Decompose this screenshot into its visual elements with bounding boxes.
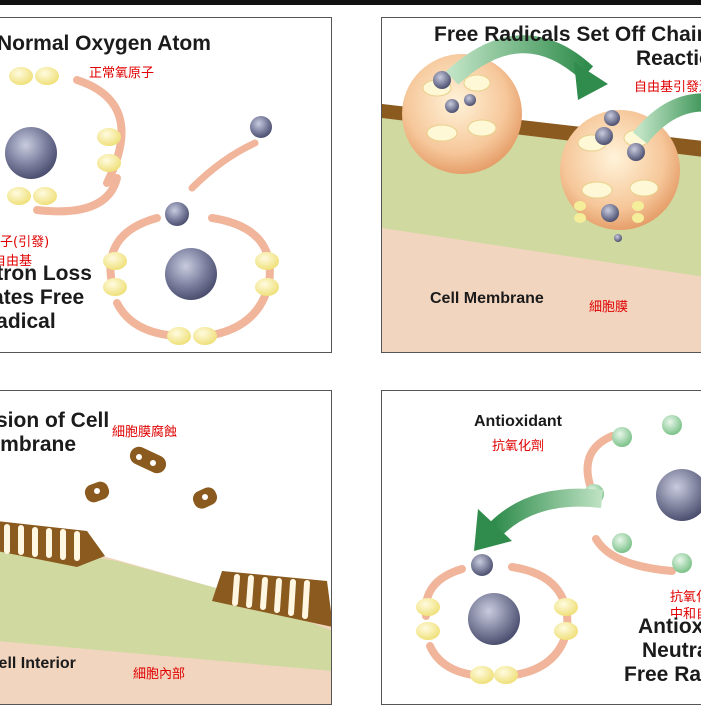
caption-line-3: Radical [0, 310, 56, 333]
electron [97, 128, 121, 146]
electron [416, 598, 440, 616]
electron [33, 187, 57, 205]
arrow-head [574, 62, 608, 100]
caption-cn-line-1: 抗氧化劑 [670, 590, 701, 605]
cell-interior-label-cn: 細胞內部 [133, 667, 186, 682]
caption-cn-line-2: 自由基 [0, 254, 33, 269]
caption-line-1: Electron Loss [0, 262, 92, 285]
panel-title-line-2: Reaction [636, 47, 701, 70]
antioxidant-label: Antioxidant [474, 413, 562, 430]
antioxidant-label-cn: 抗氧化劑 [492, 439, 545, 454]
membrane-debris [84, 446, 218, 509]
cell-membrane-label: Cell Membrane [430, 290, 544, 307]
unpaired-electron [165, 202, 189, 226]
top-border [0, 0, 701, 5]
neutralized-atom [416, 554, 578, 684]
donation-arrow [487, 488, 604, 538]
electron [103, 252, 127, 270]
panel-title-line-1: Free Radicals Set Off Chain [434, 23, 701, 46]
free-radical-atom [103, 202, 279, 345]
antioxidant-illustration [416, 415, 701, 684]
electron [9, 67, 33, 85]
nucleus [468, 593, 520, 645]
panel-title-line-2: Membrane [0, 433, 77, 456]
caption-cn-line-2: 中和自由基 [670, 607, 701, 622]
paired-electron [471, 554, 493, 576]
caption-line-1: Antioxidant [638, 615, 701, 638]
panel-chain-reaction: Free Radicals Set Off Chain Reaction 自由基… [381, 17, 701, 353]
electron [255, 278, 279, 296]
nucleus [5, 127, 57, 179]
caption-line-2: Creates Free [0, 286, 85, 309]
normal-oxygen-illustration [5, 67, 279, 345]
tissue-layer [0, 541, 331, 671]
erosion-illustration [0, 446, 331, 704]
electron [554, 622, 578, 640]
antioxidant-electron [612, 427, 632, 447]
cell-membrane-label-cn: 細胞膜 [589, 300, 629, 315]
panel-title-cn: 自由基引發連鎖反應 [634, 80, 701, 95]
panel-normal-oxygen-atom: Normal Oxygen Atom 正常氧原子 電子(引發) 自由基 Elec… [0, 17, 332, 353]
electron [554, 598, 578, 616]
panel-title: Normal Oxygen Atom [0, 32, 211, 55]
panel-title-cn: 細胞膜腐蝕 [112, 425, 178, 440]
cell-interior-label: Cell Interior [0, 655, 76, 672]
nucleus [656, 469, 701, 521]
panel-title-line-1: Erosion of Cell [0, 409, 110, 432]
antioxidant-electron [612, 533, 632, 553]
electron [103, 278, 127, 296]
caption-line-3: Free Radical [624, 663, 701, 686]
antioxidant-electron [662, 415, 682, 435]
debris-particles [94, 454, 210, 572]
oxygen-atom [5, 67, 126, 216]
electron [167, 327, 191, 345]
caption-cn-line-1: 電子(引發) [0, 235, 50, 250]
electron [494, 666, 518, 684]
damaged-cell [560, 110, 680, 230]
electron [97, 154, 121, 172]
panel-erosion: Erosion of Cell Membrane 細胞膜腐蝕 Cell Inte… [0, 390, 332, 705]
lipid-bilayer [232, 574, 310, 619]
chain-reaction-illustration [382, 35, 701, 352]
electron [470, 666, 494, 684]
electron [416, 622, 440, 640]
panel-title-cn: 正常氧原子 [89, 66, 155, 81]
electron [255, 252, 279, 270]
caption-line-2: Neutralizes [642, 639, 701, 662]
lipid-bilayer [4, 524, 80, 561]
electron [35, 67, 59, 85]
chain-arrow [445, 35, 594, 85]
electron [193, 327, 217, 345]
antioxidant-electron [672, 553, 692, 573]
panel-antioxidant: Antioxidant 抗氧化劑 抗氧化劑 中和自由基 Antioxidant … [381, 390, 701, 705]
arrow-head [474, 509, 512, 551]
electron [7, 187, 31, 205]
nucleus [165, 248, 217, 300]
chain-arrow [632, 93, 701, 144]
membrane-fragment [212, 571, 331, 627]
orbit-arc [33, 174, 121, 216]
escaping-electron [188, 116, 272, 192]
